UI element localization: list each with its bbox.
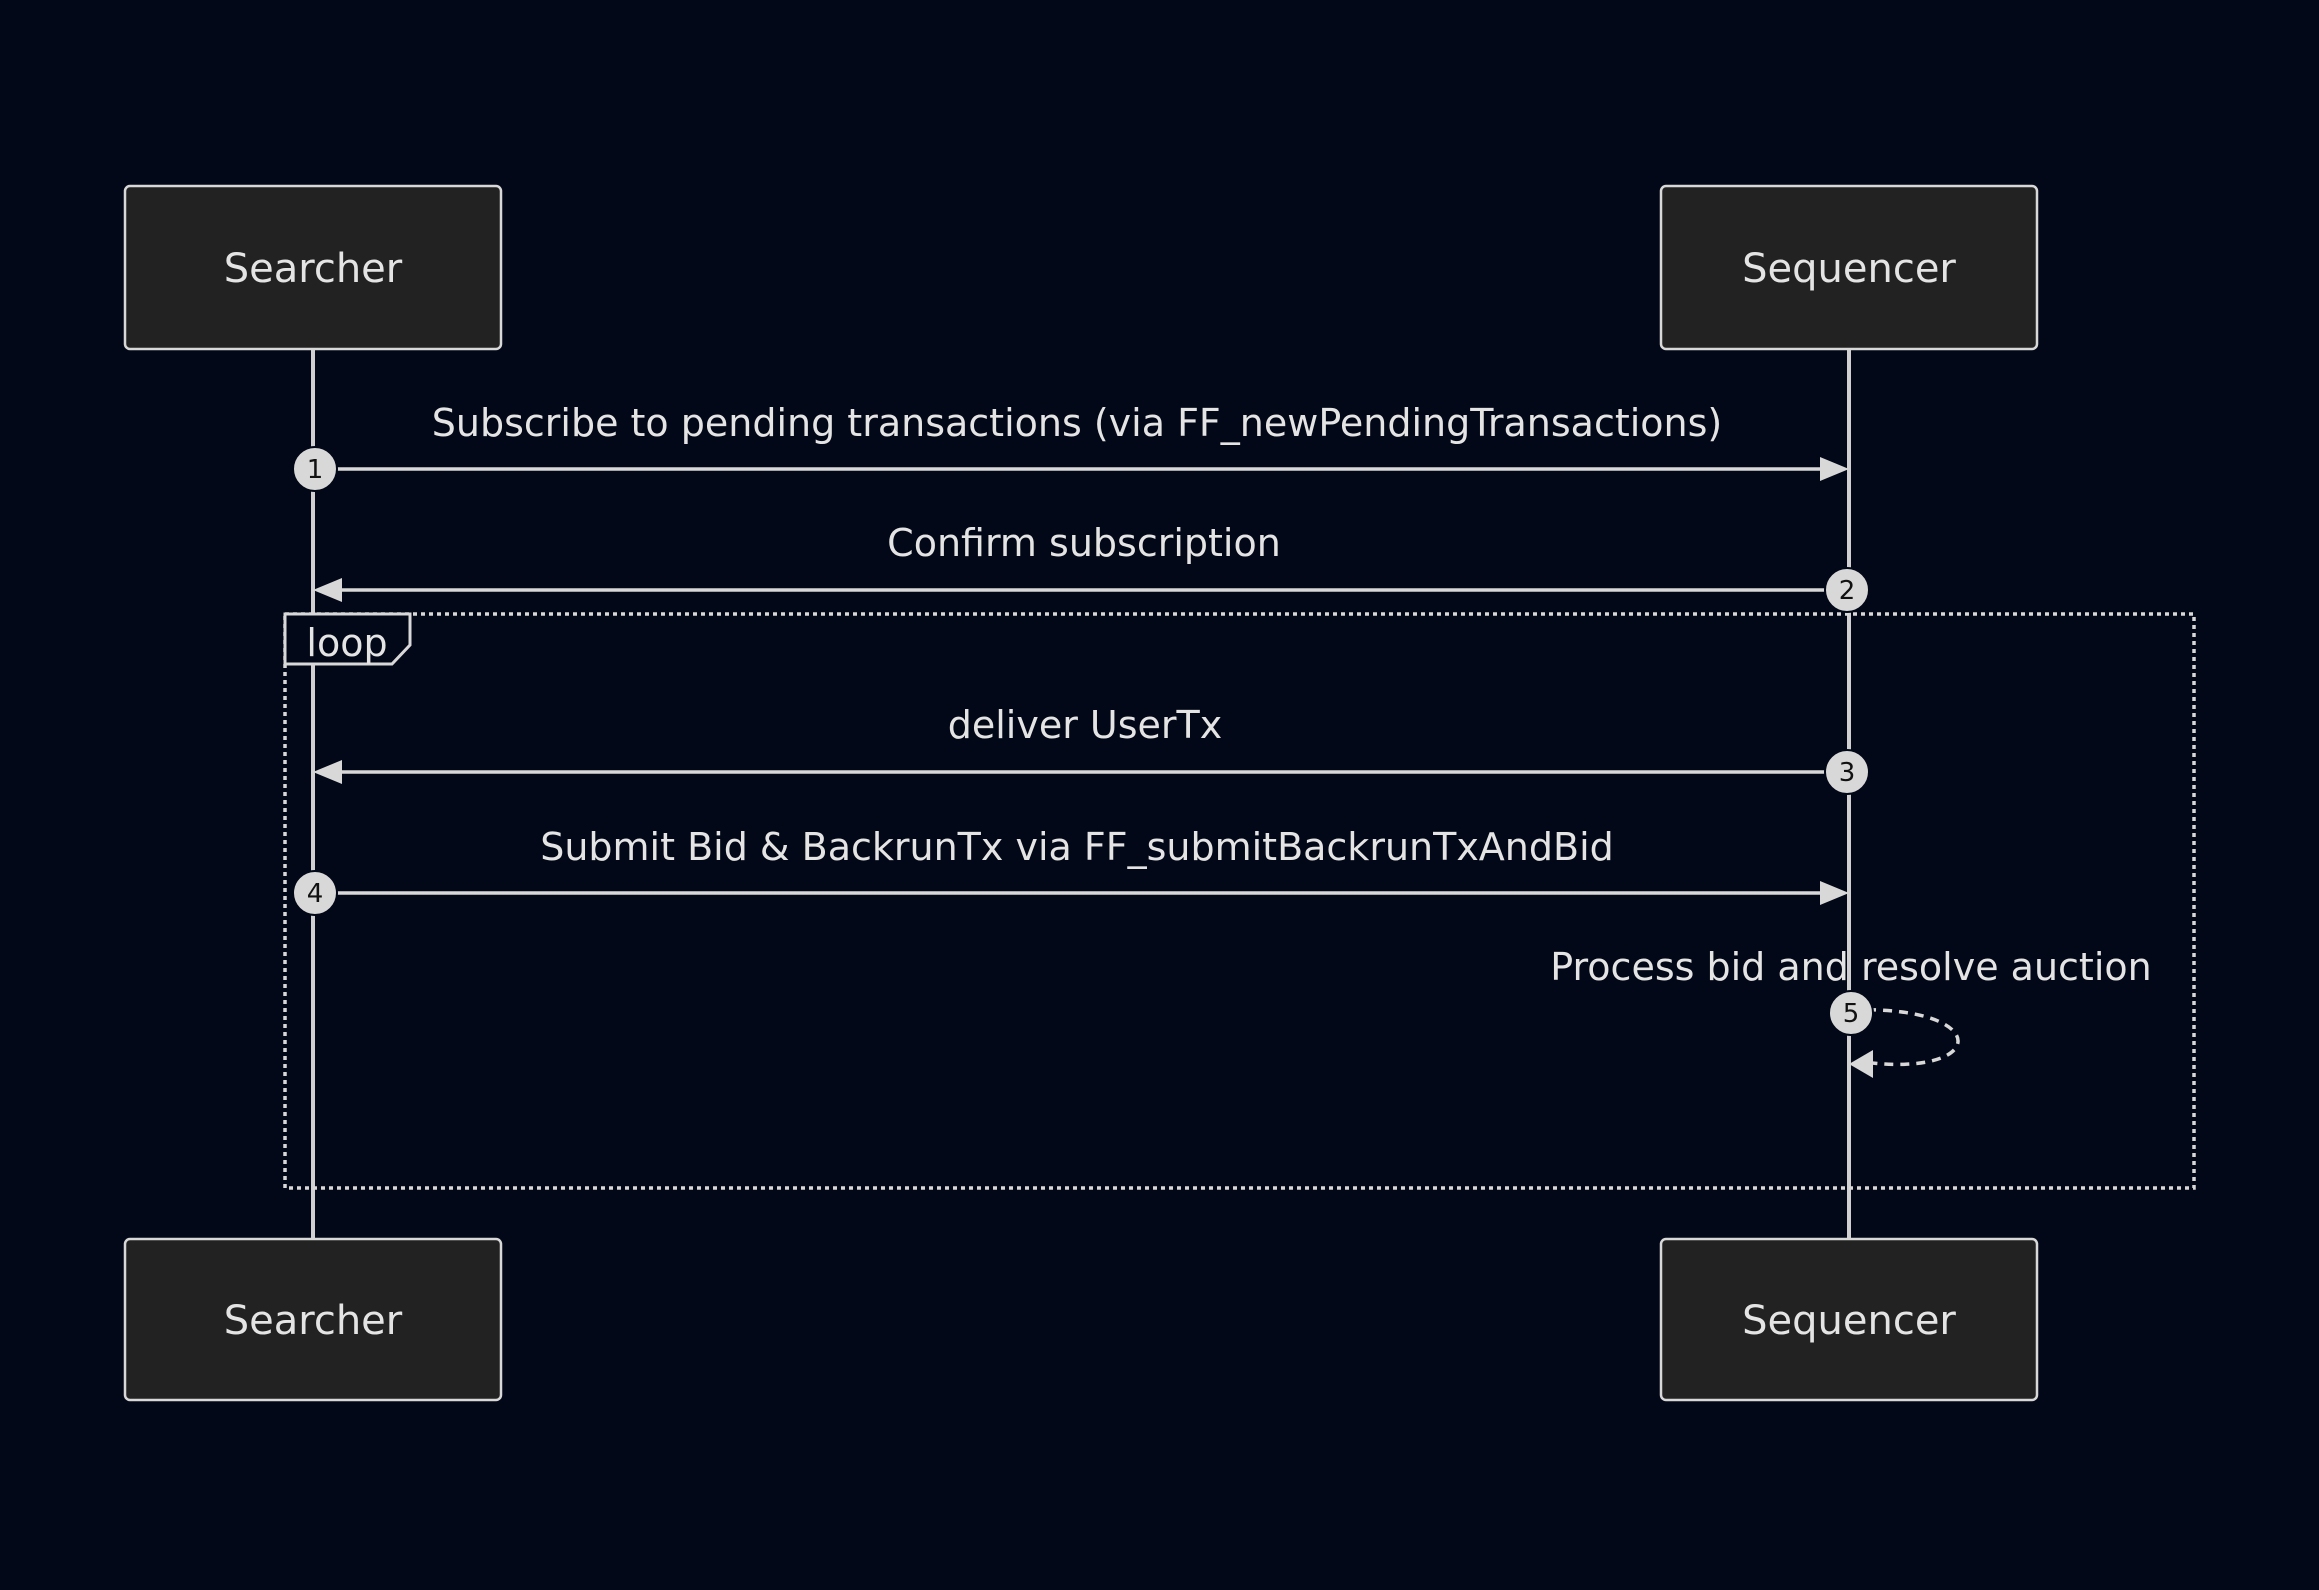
arrow-head [1820,457,1849,481]
actor-searcher-top[interactable]: Searcher [123,184,503,351]
sequence-number: 3 [1839,758,1856,788]
message-1: Subscribe to pending transactions (via F… [292,401,1849,492]
sequence-number-badge [1828,990,1874,1036]
actor-label: Searcher [224,246,403,292]
sequence-number: 1 [307,455,324,485]
sequence-number: 2 [1839,576,1856,606]
message-4: Submit Bid & BackrunTx via FF_submitBack… [292,825,1849,916]
sequence-number-badge [292,870,338,916]
actor-label: Searcher [224,1298,403,1344]
message-label: Confirm subscription [887,521,1281,565]
actor-searcher-bottom[interactable]: Searcher [123,1237,503,1402]
arrow-head [1849,1050,1873,1078]
actor-sequencer-bottom[interactable]: Sequencer [1659,1237,2039,1402]
sequence-number-badge [292,446,338,492]
arrow-head [313,760,342,784]
loop-label: loop [306,621,387,665]
message-3: deliver UserTx 3 [313,703,1870,795]
sequence-number: 5 [1843,999,1860,1029]
loop-frame: loop [283,612,2196,1190]
message-label: deliver UserTx [948,703,1223,747]
actor-label: Sequencer [1742,246,1956,292]
message-5: Process bid and resolve auction 5 [1550,945,2152,1078]
sequence-number-badge [1824,567,1870,613]
sequence-number-badge [1824,749,1870,795]
message-label: Process bid and resolve auction [1550,945,2151,989]
actor-sequencer-top[interactable]: Sequencer [1659,184,2039,351]
message-2: Confirm subscription 2 [313,521,1870,613]
message-label: Subscribe to pending transactions (via F… [432,401,1723,445]
loop-tab [283,612,412,666]
actor-label: Sequencer [1742,1298,1956,1344]
sequence-number: 4 [307,879,324,909]
arrow-head [313,578,342,602]
message-label: Submit Bid & BackrunTx via FF_submitBack… [540,825,1614,869]
arrow-head [1820,881,1849,905]
